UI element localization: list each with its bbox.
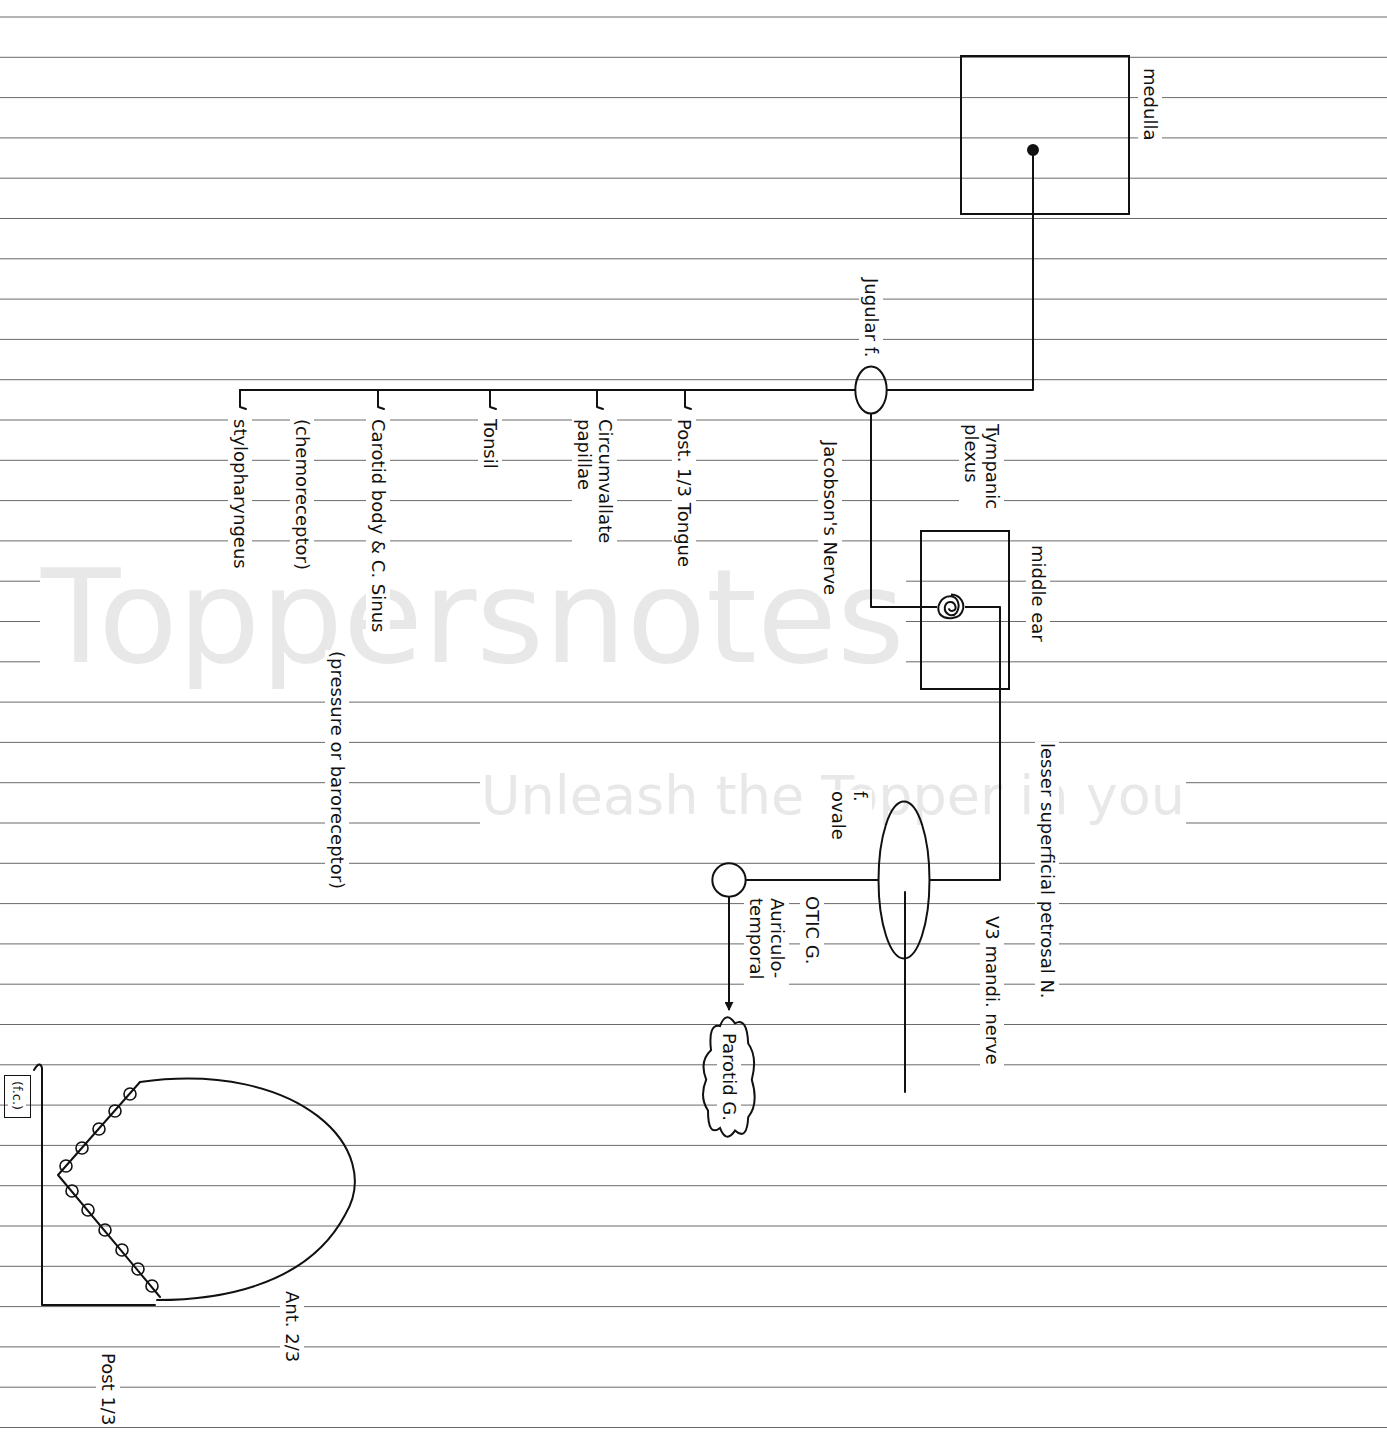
nerve-connector bbox=[930, 607, 1000, 880]
tongue-base-line bbox=[34, 1064, 155, 1305]
sulcus-terminalis bbox=[58, 1082, 160, 1297]
parotid-gland-label: Parotid G. bbox=[717, 1032, 741, 1122]
branch-label: Circumvallate papillae bbox=[572, 418, 617, 580]
ruled-line bbox=[0, 1064, 1387, 1065]
otic-ganglion-label: OTIC G. bbox=[800, 895, 824, 965]
ruled-line bbox=[0, 984, 1387, 985]
ruled-line bbox=[0, 97, 1387, 98]
branch-tick bbox=[597, 390, 603, 409]
ruled-line bbox=[0, 339, 1387, 340]
middle-ear-box-label: middle ear bbox=[1026, 544, 1050, 643]
ruled-line bbox=[0, 702, 1387, 703]
ruled-line bbox=[0, 1346, 1387, 1347]
edge-label: Jacobson's Nerve bbox=[818, 440, 842, 596]
ruled-line bbox=[0, 57, 1387, 58]
watermark: Toppersnotes bbox=[40, 545, 906, 690]
ruled-line bbox=[0, 17, 1387, 18]
ruled-line bbox=[0, 742, 1387, 743]
nerve-connector bbox=[887, 215, 1033, 390]
fc-box: (f.c.) bbox=[4, 1075, 31, 1118]
plexus-knot-label: Tympanic plexus bbox=[959, 423, 1004, 525]
edge-label: lesser superficial petrosal N. bbox=[1035, 742, 1059, 1000]
jugular-foramen-outline bbox=[855, 366, 887, 414]
ruled-line bbox=[0, 178, 1387, 179]
branch-tick bbox=[378, 390, 384, 409]
ruled-line bbox=[0, 863, 1387, 864]
ruled-line bbox=[0, 218, 1387, 219]
ruled-line bbox=[0, 1387, 1387, 1388]
ruled-line bbox=[0, 379, 1387, 380]
ruled-line bbox=[0, 943, 1387, 944]
papillae-circles bbox=[60, 1088, 158, 1292]
nerve-connector bbox=[746, 879, 878, 881]
jugular-foramen-label: Jugular f. bbox=[859, 277, 883, 358]
ruled-line bbox=[0, 1427, 1387, 1428]
branch-label: Tonsil bbox=[478, 418, 502, 470]
branch-label: Carotid body & C. Sinus bbox=[366, 418, 390, 633]
branch-label: Post. 1/3 Tongue bbox=[672, 418, 696, 568]
note-label: (chemoreceptor) bbox=[290, 418, 314, 571]
ruled-line bbox=[0, 1024, 1387, 1025]
medulla-box: medulla bbox=[960, 55, 1130, 215]
nerve-label: V3 mandi. nerve bbox=[980, 915, 1004, 1066]
note-label: (pressure or baroreceptor) bbox=[325, 650, 349, 890]
ruled-line bbox=[0, 258, 1387, 259]
nerve-root-line bbox=[1032, 150, 1034, 215]
ruled-line bbox=[0, 1145, 1387, 1146]
ruled-line bbox=[0, 1226, 1387, 1227]
foramen-ovale-label: f. ovale bbox=[827, 790, 872, 854]
branch-tick bbox=[490, 390, 496, 409]
ruled-line bbox=[0, 1266, 1387, 1267]
mandibular-nerve-line bbox=[904, 892, 906, 1092]
nerve-trunk bbox=[240, 389, 855, 391]
branch-label: stylopharyngeus bbox=[228, 418, 252, 570]
ruled-line bbox=[0, 137, 1387, 138]
region-label: Post 1/3 bbox=[96, 1352, 120, 1426]
branch-tick bbox=[685, 390, 691, 409]
ruled-line bbox=[0, 299, 1387, 300]
otic-ganglion: OTIC G. bbox=[712, 863, 746, 897]
middle-ear-box: middle earTympanic plexus bbox=[920, 530, 1010, 690]
fc-box-label: (f.c.) bbox=[8, 1080, 26, 1111]
ruled-line bbox=[0, 1306, 1387, 1307]
ruled-line bbox=[0, 1105, 1387, 1106]
foramen-ovale: f. ovale bbox=[878, 800, 930, 960]
foramen-ovale-outline bbox=[878, 800, 930, 960]
nerve-connector bbox=[728, 897, 730, 1010]
ruled-line bbox=[0, 903, 1387, 904]
jugular-foramen: Jugular f. bbox=[855, 366, 887, 414]
plexus-knot-outline bbox=[937, 593, 965, 621]
otic-ganglion-outline bbox=[712, 863, 746, 897]
region-label: Ant. 2/3 bbox=[280, 1290, 304, 1363]
branch-tick bbox=[240, 390, 246, 409]
parotid-gland: Parotid G. bbox=[699, 1010, 759, 1144]
tongue-outline bbox=[140, 1079, 355, 1300]
edge-label: Auriculo-temporal bbox=[744, 897, 789, 999]
ruled-line bbox=[0, 1185, 1387, 1186]
nerve-connector bbox=[871, 414, 937, 607]
plexus-knot: Tympanic plexus bbox=[937, 593, 965, 621]
medulla-box-label: medulla bbox=[1138, 67, 1162, 141]
